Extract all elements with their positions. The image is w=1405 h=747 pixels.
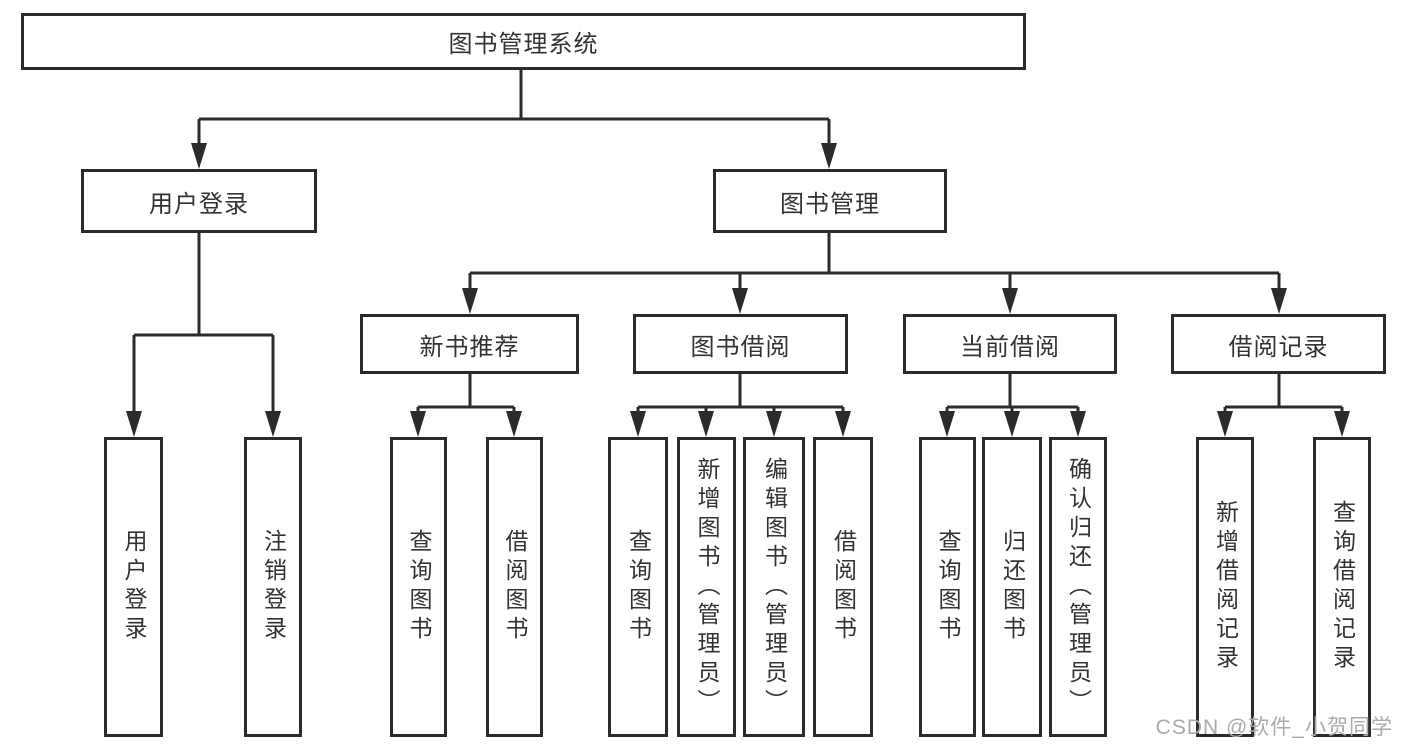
leaf-logout: 注销登录 (244, 437, 302, 737)
leaf-borrow-books-borrowing-label: 借阅图书 (830, 529, 857, 645)
leaf-logout-label: 注销登录 (260, 529, 287, 645)
leaf-query-borrow-record-label: 查询借阅记录 (1329, 500, 1356, 674)
node-book-management: 图书管理 (713, 169, 947, 233)
leaf-query-books-recommend: 查询图书 (390, 437, 447, 737)
leaf-add-borrow-record: 新增借阅记录 (1196, 437, 1254, 737)
leaf-query-books-borrowing: 查询图书 (608, 437, 668, 737)
leaf-query-books-recommend-label: 查询图书 (406, 529, 432, 645)
node-user-login: 用户登录 (81, 169, 317, 233)
node-library-management-system: 图书管理系统 (21, 13, 1026, 70)
leaf-query-books-current: 查询图书 (919, 437, 976, 737)
leaf-query-books-borrowing-label: 查询图书 (625, 529, 652, 645)
leaf-borrow-books-recommend-label: 借阅图书 (502, 529, 528, 645)
leaf-edit-books-admin: 编辑图书（管理员） (743, 437, 805, 737)
leaf-confirm-return-admin-label: 确认归还（管理员） (1065, 456, 1092, 718)
node-book-borrowing: 图书借阅 (633, 314, 848, 374)
leaf-user-login: 用户登录 (104, 437, 163, 737)
leaf-add-books-admin: 新增图书（管理员） (677, 437, 736, 737)
node-new-book-recommend: 新书推荐 (360, 314, 579, 374)
node-current-borrowing: 当前借阅 (903, 314, 1117, 374)
leaf-query-borrow-record: 查询借阅记录 (1313, 437, 1371, 737)
leaf-add-books-admin-label: 新增图书（管理员） (694, 456, 720, 718)
leaf-borrow-books-recommend: 借阅图书 (486, 437, 543, 737)
leaf-return-books: 归还图书 (982, 437, 1042, 737)
watermark-text: CSDN @软件_小贺同学 (1155, 716, 1393, 739)
leaf-add-borrow-record-label: 新增借阅记录 (1212, 500, 1239, 674)
node-borrowing-records: 借阅记录 (1171, 314, 1386, 374)
leaf-query-books-current-label: 查询图书 (935, 529, 961, 645)
leaf-edit-books-admin-label: 编辑图书（管理员） (761, 456, 788, 718)
leaf-borrow-books-borrowing: 借阅图书 (813, 437, 873, 737)
leaf-return-books-label: 归还图书 (999, 529, 1026, 645)
leaf-confirm-return-admin: 确认归还（管理员） (1049, 437, 1107, 737)
leaf-user-login-label: 用户登录 (121, 529, 147, 645)
